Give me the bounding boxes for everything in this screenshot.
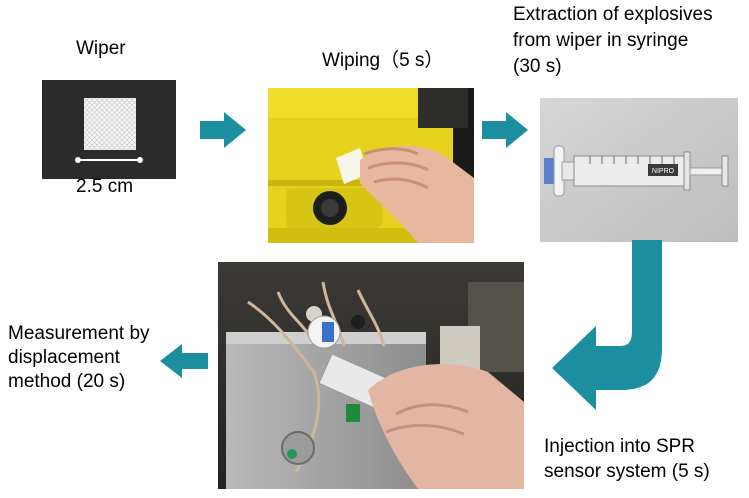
arrow-right-icon bbox=[482, 112, 528, 148]
scale-label: 2.5 cm bbox=[76, 176, 134, 197]
curved-arrow-down-left-icon bbox=[552, 240, 662, 410]
extraction-label: Extraction of explosives from wiper in s… bbox=[513, 4, 713, 77]
wiping-label: Wiping（5 s） bbox=[322, 50, 444, 71]
syringe-brand-text: NIPRO bbox=[652, 168, 675, 175]
wiper-photo bbox=[42, 80, 176, 179]
wiper-label: Wiper bbox=[76, 38, 126, 59]
injection-label: Injection into SPR sensor system (5 s) bbox=[544, 436, 710, 482]
injection-photo bbox=[218, 262, 524, 489]
wiping-photo bbox=[268, 88, 474, 243]
arrow-left-icon bbox=[160, 344, 208, 378]
arrow-right-icon bbox=[200, 112, 246, 148]
syringe-photo: NIPRO bbox=[540, 98, 738, 242]
measurement-label: Measurement by displacement method (20 s… bbox=[8, 323, 150, 392]
